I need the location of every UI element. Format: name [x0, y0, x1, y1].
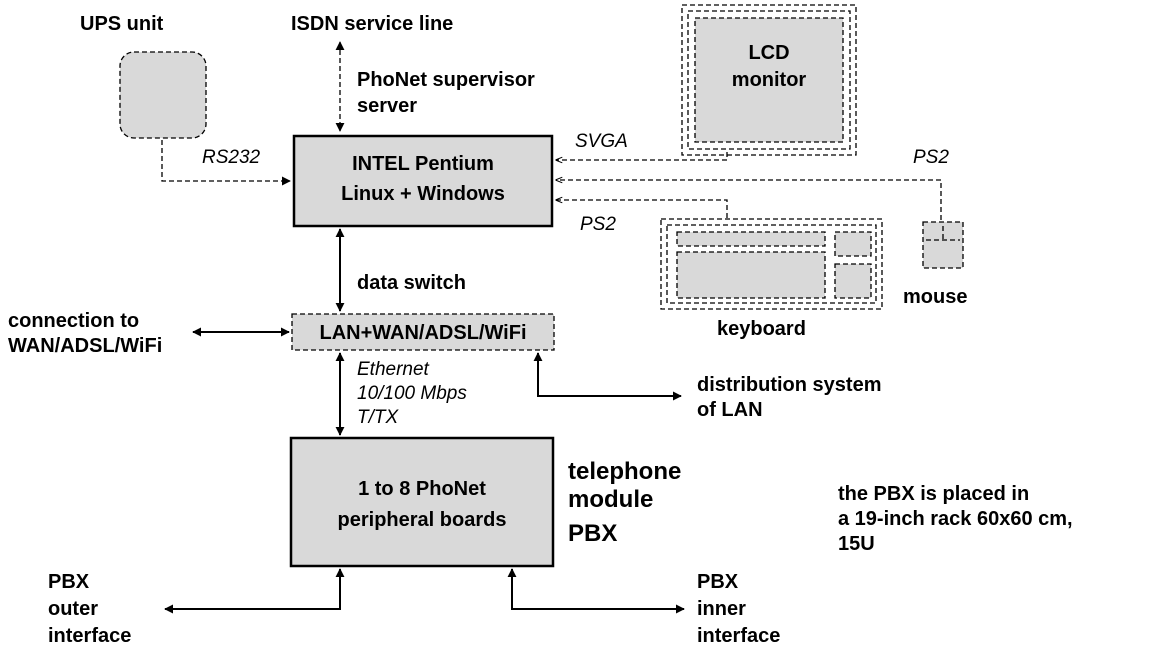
telephone-label-pbx: PBX: [568, 520, 617, 547]
peripheral-boards-box: [289, 436, 555, 568]
inner-label-line1: PBX: [697, 571, 739, 593]
ethernet-label-line1: Ethernet: [357, 359, 430, 380]
inner-label-line2: inner: [697, 598, 746, 620]
data-switch-label: data switch: [357, 272, 466, 294]
svga-label: SVGA: [575, 131, 628, 152]
distribution-label-line2: of LAN: [697, 399, 763, 421]
outer-interface-link: [164, 568, 345, 614]
telephone-label-line2: module: [568, 486, 653, 513]
outer-label-line2: outer: [48, 598, 98, 620]
keyboard-main-keys: [676, 251, 826, 299]
ps2-keyboard-link: [556, 200, 728, 218]
inner-label-line3: interface: [697, 625, 780, 647]
lcd-monitor-outer-frame: [681, 4, 857, 156]
ps2-mouse-label: PS2: [913, 147, 949, 168]
supervisor-label-line2: server: [357, 95, 417, 117]
distribution-link: [533, 352, 682, 401]
rack-note-line1: the PBX is placed in: [838, 483, 1029, 505]
lcd-monitor-screen: [694, 17, 844, 143]
lcd-monitor-middle-frame: [687, 10, 851, 150]
lan-wan-label: LAN+WAN/ADSL/WiFi: [319, 322, 526, 344]
keyboard-inner-frame: [666, 224, 877, 304]
connection-label-line2: WAN/ADSL/WiFi: [8, 335, 162, 357]
connection-label-line1: connection to: [8, 310, 139, 332]
rs232-label: RS232: [202, 147, 261, 168]
svga-link: [556, 152, 728, 160]
rack-note-line2: a 19-inch rack 60x60 cm,: [838, 508, 1073, 530]
keyboard-outer-frame: [660, 218, 883, 310]
isdn-line-label: ISDN service line: [291, 13, 453, 35]
rs232-link: [161, 140, 291, 186]
lan-wan-box: [291, 313, 555, 351]
ups-unit-label: UPS unit: [80, 13, 164, 35]
intel-label-line2: Linux + Windows: [341, 183, 505, 205]
lcd-label-line2: monitor: [732, 69, 807, 91]
inner-interface-link: [507, 568, 685, 614]
rack-note-line3: 15U: [838, 533, 875, 555]
keyboard-numpad-keys: [834, 263, 872, 299]
outer-label-line1: PBX: [48, 571, 90, 593]
ethernet-label-line2: 10/100 Mbps: [357, 383, 467, 404]
boards-label-line1: 1 to 8 PhoNet: [358, 478, 486, 500]
ps2-keyboard-label: PS2: [580, 214, 616, 235]
mouse-label: mouse: [903, 286, 967, 308]
keyboard-nav-keys: [834, 231, 872, 257]
intel-label-line1: INTEL Pentium: [352, 153, 494, 175]
keyboard-label: keyboard: [717, 318, 806, 340]
distribution-label-line1: distribution system: [697, 374, 881, 396]
telephone-label-line1: telephone: [568, 458, 681, 485]
ethernet-label-line3: T/TX: [357, 407, 399, 428]
intel-pentium-box: [292, 134, 554, 228]
outer-label-line3: interface: [48, 625, 131, 647]
ups-unit-box: [119, 51, 207, 139]
lcd-label-line1: LCD: [748, 42, 789, 64]
keyboard-function-keys: [676, 231, 826, 247]
ps2-mouse-link: [556, 180, 942, 220]
supervisor-label-line1: PhoNet supervisor: [357, 69, 535, 91]
boards-label-line2: peripheral boards: [338, 509, 507, 531]
